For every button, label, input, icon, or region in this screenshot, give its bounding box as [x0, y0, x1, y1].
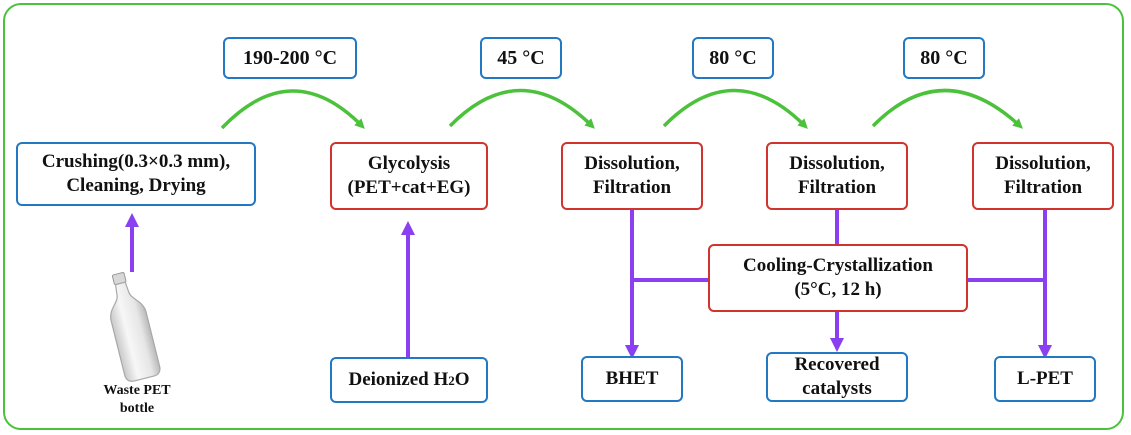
- lpet-product-box: L-PET: [994, 356, 1096, 402]
- temperature-label: 80 °C: [920, 47, 968, 69]
- step-label-line2: Filtration: [797, 177, 877, 198]
- bhet-product-box: BHET: [581, 356, 683, 402]
- step-label-line1: Dissolution,: [789, 153, 885, 174]
- dissolution-step-box-1: Dissolution, Filtration: [561, 142, 703, 210]
- deionized-water-box: Deionized H2O: [330, 357, 488, 403]
- temperature-label: 45 °C: [497, 47, 545, 69]
- step-label-line1: Cooling-Crystallization: [743, 255, 933, 276]
- water-label-subscript: 2: [448, 372, 455, 388]
- water-label-suffix: O: [454, 368, 470, 390]
- temperature-box-3: 80 °C: [692, 37, 774, 79]
- step-label-line1: Dissolution,: [995, 153, 1091, 174]
- step-label-line2: Filtration: [592, 177, 672, 198]
- product-label: L-PET: [1017, 368, 1073, 389]
- bottle-caption-line1: Waste PET: [103, 383, 171, 398]
- product-label: BHET: [605, 368, 659, 389]
- water-label: Deionized H2O: [348, 368, 469, 393]
- temperature-box-1: 190-200 °C: [223, 37, 357, 79]
- cooling-crystallization-box: Cooling-Crystallization (5°C, 12 h): [708, 244, 968, 312]
- step-label-line2: (5°C, 12 h): [794, 279, 882, 300]
- green-arrow-4: [871, 88, 1023, 129]
- temperature-box-4: 80 °C: [903, 37, 985, 79]
- temperature-box-2: 45 °C: [480, 37, 562, 79]
- product-label-line1: Recovered: [794, 354, 880, 375]
- green-arrow-1: [220, 89, 365, 130]
- glycolysis-step-box: Glycolysis (PET+cat+EG): [330, 142, 488, 210]
- catalysts-product-box: Recovered catalysts: [766, 352, 908, 402]
- product-label-line2: catalysts: [802, 378, 872, 399]
- green-arrow-2: [448, 88, 595, 129]
- step-label-line2: Filtration: [1003, 177, 1083, 198]
- bottle-caption-line2: bottle: [119, 401, 155, 416]
- green-arrow-3: [662, 88, 808, 129]
- temperature-label: 80 °C: [709, 47, 757, 69]
- step-label-line2: Cleaning, Drying: [66, 175, 206, 196]
- water-label-prefix: Deionized H: [348, 368, 449, 390]
- dissolution-step-box-3: Dissolution, Filtration: [972, 142, 1114, 210]
- bottle-caption: Waste PET bottle: [62, 382, 212, 418]
- pet-bottle-icon: [110, 272, 161, 382]
- step-label-line1: Dissolution,: [584, 153, 680, 174]
- step-label-line1: Crushing(0.3×0.3 mm),: [41, 151, 231, 172]
- dissolution-step-box-2: Dissolution, Filtration: [766, 142, 908, 210]
- diagram-frame: [3, 3, 1124, 430]
- temperature-label: 190-200 °C: [242, 47, 338, 69]
- step-label-line1: Glycolysis: [367, 153, 451, 174]
- step-label-line2: (PET+cat+EG): [347, 177, 471, 198]
- crushing-step-box: Crushing(0.3×0.3 mm), Cleaning, Drying: [16, 142, 256, 206]
